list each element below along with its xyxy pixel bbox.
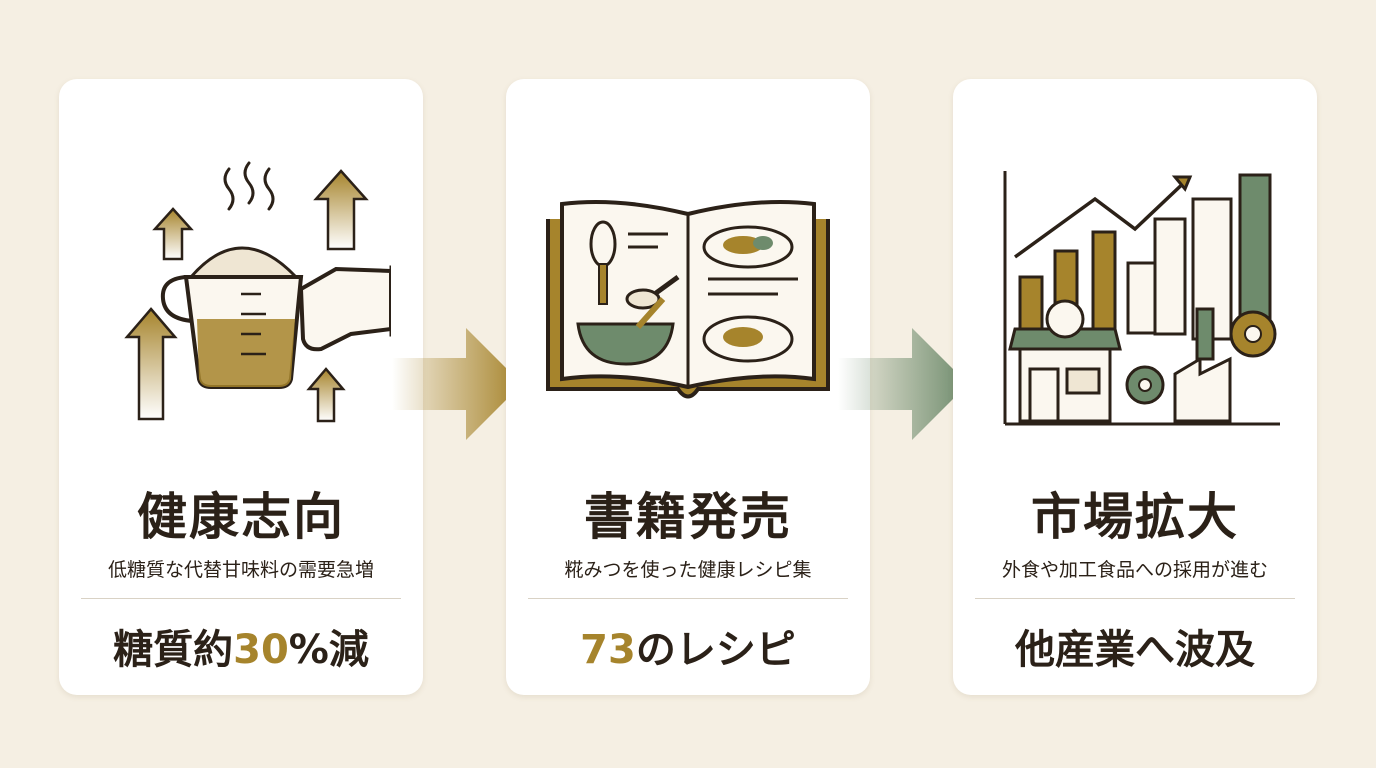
divider xyxy=(528,598,848,599)
measuring-cup-icon xyxy=(124,161,391,423)
divider xyxy=(81,598,401,599)
step-title: 市場拡大 xyxy=(1031,487,1239,546)
step-stat: 糖質約30%減 xyxy=(59,617,423,675)
step-title: 書籍発売 xyxy=(584,487,792,546)
flow-arrow-icon xyxy=(838,328,968,440)
step-subtitle: 糀みつを使った健康レシピ集 xyxy=(564,559,812,581)
stat-suffix: %減 xyxy=(288,627,369,673)
stat-suffix: のレシピ xyxy=(635,627,796,673)
recipe-book-icon xyxy=(546,200,830,399)
step-subtitle: 低糖質な代替甘味料の需要急増 xyxy=(107,559,374,581)
step-card-health: 健康志向 低糖質な代替甘味料の需要急増 糖質約30%減 xyxy=(59,79,423,695)
step-card-market: 市場拡大 外食や加工食品への採用が進む 他産業へ波及 xyxy=(953,79,1317,695)
step-title: 健康志向 xyxy=(137,487,345,546)
stat-prefix: 糖質約 xyxy=(113,627,234,673)
stat-suffix: 他産業へ波及 xyxy=(1015,627,1255,673)
step-subtitle: 外食や加工食品への採用が進む xyxy=(1001,559,1268,581)
stat-number: 30 xyxy=(233,627,289,673)
divider xyxy=(975,598,1295,599)
step-card-book: 書籍発売 糀みつを使った健康レシピ集 73のレシピ xyxy=(506,79,870,695)
market-growth-icon xyxy=(1003,171,1280,426)
flow-arrow-icon xyxy=(392,328,522,440)
step-stat: 他産業へ波及 xyxy=(953,617,1317,675)
step-stat: 73のレシピ xyxy=(506,617,870,675)
stat-number: 73 xyxy=(580,627,636,673)
